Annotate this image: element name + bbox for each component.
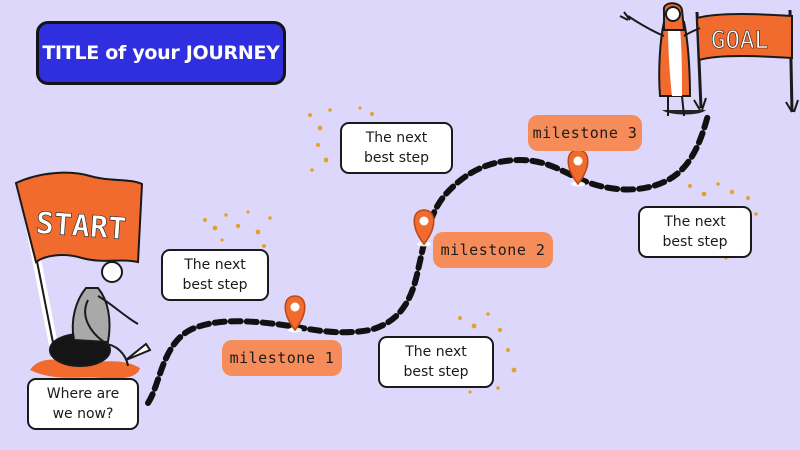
- sparkle-dots: [203, 106, 758, 394]
- location-pin-icon: [413, 209, 435, 247]
- note-line: The next: [184, 257, 246, 273]
- note-line: The next: [664, 214, 726, 230]
- milestone-1-label: milestone 1: [222, 340, 342, 376]
- note-line: best step: [662, 234, 728, 250]
- next-step-note-left: The next best step: [161, 249, 269, 301]
- note-line: The next: [365, 130, 428, 146]
- note-line: we now?: [52, 406, 114, 422]
- milestone-3-label: milestone 3: [528, 115, 642, 151]
- location-pin-icon: [284, 295, 306, 333]
- start-flag: START: [14, 171, 144, 359]
- milestone-2-label: milestone 2: [433, 232, 553, 268]
- next-step-note-bottom: The next best step: [378, 336, 494, 388]
- journey-title: TITLE of your JOURNEY: [36, 21, 286, 85]
- goal-figure: [619, 2, 706, 117]
- note-line: best step: [182, 277, 248, 293]
- goal-flag-text: GOAL: [711, 26, 769, 54]
- next-step-note-top: The next best step: [340, 122, 453, 174]
- goal-flag: GOAL: [693, 9, 799, 113]
- traveler-figure: [49, 261, 152, 367]
- current-position-note: Where are we now?: [27, 378, 139, 430]
- note-line: best step: [403, 364, 469, 380]
- note-line: The next: [405, 344, 467, 360]
- note-line: best step: [363, 150, 430, 166]
- start-flag-text: START: [35, 206, 128, 247]
- location-pin-icon: [567, 149, 589, 187]
- ground-splash: [30, 359, 140, 379]
- next-step-note-right: The next best step: [638, 206, 752, 258]
- note-line: Where are: [46, 386, 120, 402]
